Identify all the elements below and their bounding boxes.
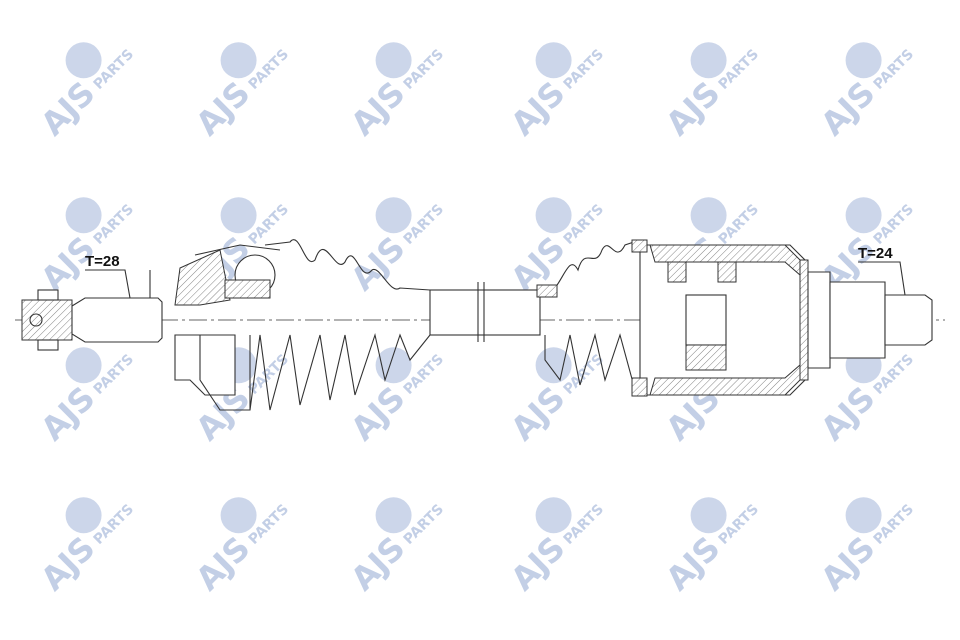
left-spline xyxy=(71,297,163,343)
shaft-bar xyxy=(429,289,541,336)
drive-shaft xyxy=(15,239,945,411)
left-spline-label: T=28 xyxy=(85,253,120,270)
right-spline-label: T=24 xyxy=(858,245,893,262)
right-spline xyxy=(884,294,933,346)
